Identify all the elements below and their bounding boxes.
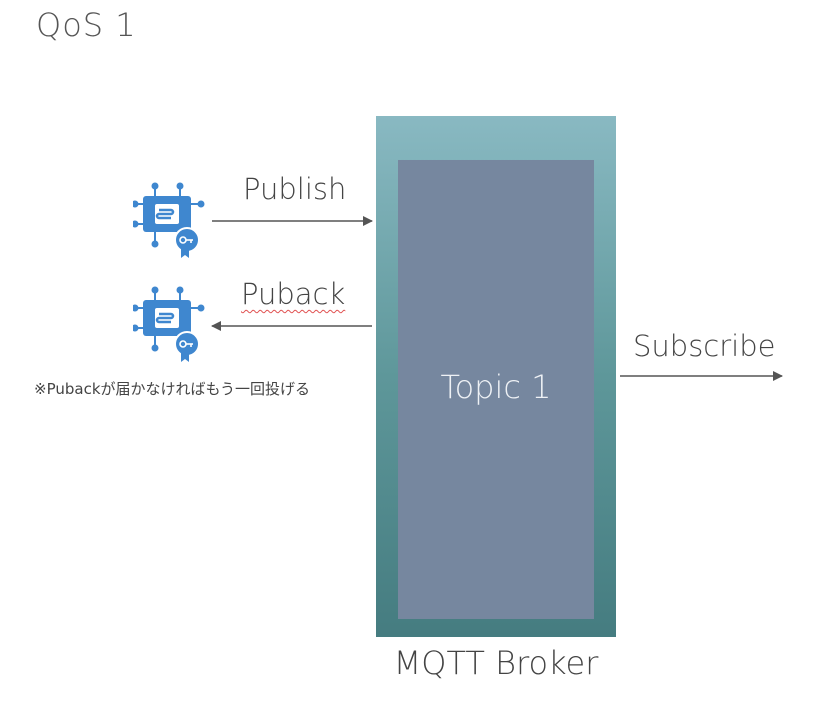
retry-note: ※Pubackが届かなければもう一回投げる [34, 380, 311, 398]
topic-label: Topic 1 [440, 368, 552, 406]
subscribe-label: Subscribe [633, 329, 776, 363]
puback-label: Puback [241, 277, 346, 311]
page-title: QoS 1 [36, 6, 137, 44]
topic-box [398, 160, 594, 619]
publish-label: Publish [243, 172, 347, 206]
broker-label: MQTT Broker [393, 644, 599, 682]
publisher-device-icon [133, 182, 205, 258]
receiver-device-icon [133, 286, 205, 362]
